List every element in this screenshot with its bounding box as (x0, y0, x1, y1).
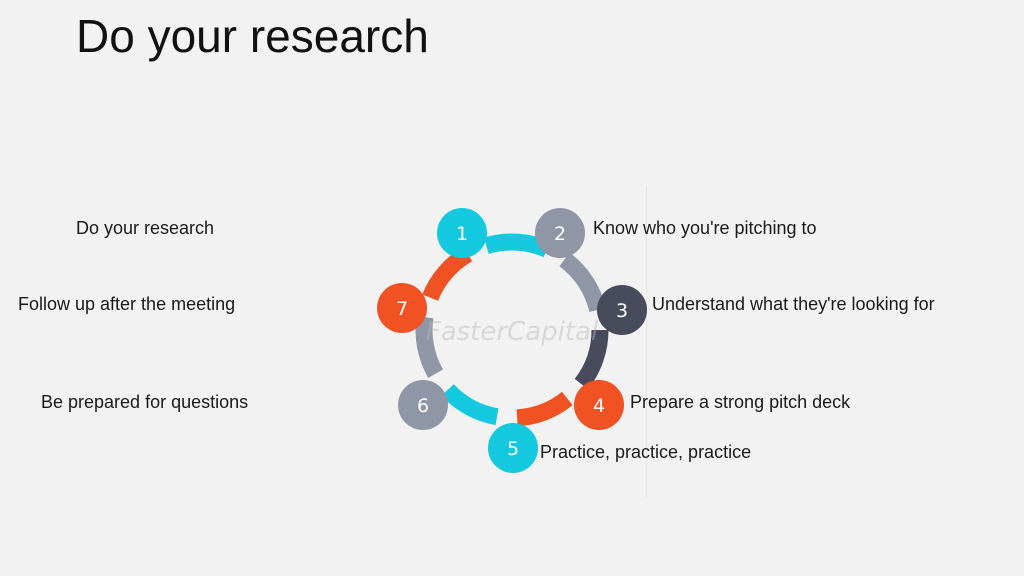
step-label-4: Prepare a strong pitch deck (630, 392, 851, 412)
step-number-1: 1 (456, 223, 468, 245)
step-circle-2 (535, 208, 585, 258)
step-label-3: Understand what they're looking for (652, 294, 935, 314)
step-number-5: 5 (507, 438, 519, 460)
cycle-arc-7 (422, 246, 473, 302)
step-circle-4 (574, 380, 624, 430)
step-circle-1 (437, 208, 487, 258)
step-number-4: 4 (593, 395, 605, 417)
step-circle-6 (398, 380, 448, 430)
step-label-7: Follow up after the meeting (18, 294, 236, 314)
step-label-6: Be prepared for questions (41, 392, 249, 412)
step-number-7: 7 (396, 298, 408, 320)
step-label-5: Practice, practice, practice (540, 442, 752, 462)
cycle-arc-4 (516, 391, 573, 427)
divider (646, 186, 647, 498)
step-circle-5 (488, 423, 538, 473)
watermark-logo: FasterCapital (426, 317, 599, 347)
step-number-2: 2 (554, 223, 566, 245)
step-number-6: 6 (417, 395, 429, 417)
step-label-2: Know who you're pitching to (593, 218, 817, 238)
cycle-arc-3 (574, 329, 609, 390)
step-number-3: 3 (616, 300, 628, 322)
step-circle-7 (377, 283, 427, 333)
cycle-arc-2 (559, 252, 606, 313)
cycle-arc-6 (415, 315, 444, 378)
cycle-arc-5 (441, 383, 499, 426)
slide-title: Do your research (76, 10, 429, 62)
step-circle-3 (597, 285, 647, 335)
step-label-1: Do your research (76, 218, 215, 238)
